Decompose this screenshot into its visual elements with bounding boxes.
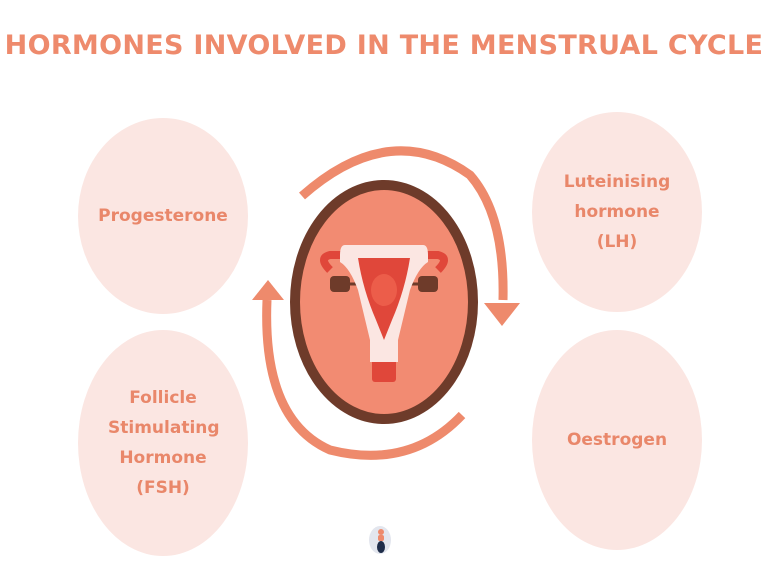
hormone-fsh: Follicle Stimulating Hormone (FSH) (78, 330, 248, 556)
arrowhead-up (252, 280, 284, 300)
person-logo-icon (369, 526, 391, 554)
hormone-progesterone: Progesterone (78, 118, 248, 314)
hormone-label: Progesterone (98, 206, 228, 226)
hormone-lh: Luteinising hormone (LH) (532, 112, 702, 312)
hormone-label: Oestrogen (566, 430, 668, 450)
hormone-oestrogen: Oestrogen (532, 330, 702, 550)
cycle-arrows-icon (262, 146, 508, 460)
hormone-label: Follicle Stimulating Hormone (FSH) (108, 388, 220, 498)
hormone-label: Luteinising hormone (LH) (563, 172, 671, 252)
uterus-icon (320, 245, 448, 382)
arrowhead-down (484, 303, 520, 326)
page-title: HORMONES INVOLVED IN THE MENSTRUAL CYCLE (4, 30, 764, 61)
